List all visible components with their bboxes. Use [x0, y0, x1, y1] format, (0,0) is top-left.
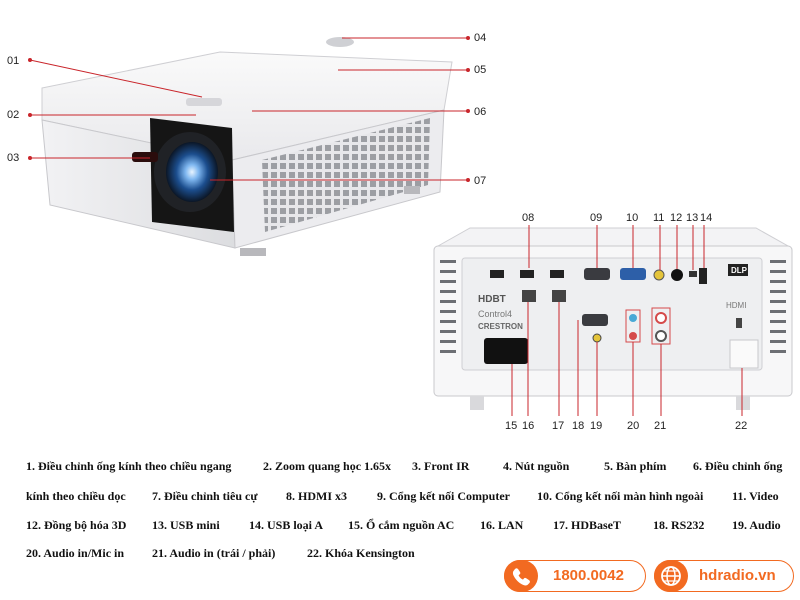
phone-icon [504, 560, 538, 592]
legend-item: 9. Cổng kết nối Computer [377, 489, 511, 503]
legend-item: 18. RS232 [653, 518, 705, 532]
legend-item: 21. Audio in (trái / phải) [152, 546, 276, 560]
legend-item: 11. Video [732, 489, 779, 503]
legend-item: 7. Điều chỉnh tiêu cự [152, 489, 258, 503]
legend-item: 6. Điều chỉnh ống [693, 459, 783, 473]
callout-08: 08 [522, 212, 535, 224]
callout-12: 12 [670, 212, 683, 224]
callout-03: 03 [7, 152, 20, 164]
callout-16: 16 [522, 420, 535, 432]
website-url[interactable]: hdradio.vn [699, 567, 776, 584]
legend-item: 20. Audio in/Mic in [26, 546, 125, 560]
projector-figure: 01 02 03 04 05 06 07 08 09 10 11 12 13 1… [7, 32, 793, 432]
legend-item: 5. Bàn phím [604, 459, 667, 473]
legend-item: 14. USB loại A [249, 518, 324, 532]
legend-item: 2. Zoom quang học 1.65x [263, 459, 392, 473]
legend-item: 3. Front IR [412, 459, 470, 473]
website-contact-pill[interactable]: hdradio.vn [654, 560, 794, 592]
phone-contact-pill[interactable]: 1800.0042 [504, 560, 646, 592]
callout-13: 13 [686, 212, 699, 224]
callout-19: 19 [590, 420, 603, 432]
projector-illustration [28, 36, 793, 416]
globe-icon [654, 560, 688, 592]
legend-item: 17. HDBaseT [553, 518, 622, 532]
legend-item: 16. LAN [480, 518, 524, 532]
legend-item: 8. HDMI x3 [286, 489, 347, 503]
legend-item: 19. Audio [732, 518, 781, 532]
hdbt-logo-text: HDBT [478, 294, 506, 305]
legend-item: 12. Đồng bộ hóa 3D [26, 518, 127, 532]
callout-20: 20 [627, 420, 640, 432]
legend-item: 22. Khóa Kensington [307, 546, 415, 560]
callout-07: 07 [474, 175, 487, 187]
legend-item: 15. Ổ cắm nguồn AC [348, 518, 455, 532]
crestron-logo-text: CRESTRON [478, 322, 523, 331]
callout-leader-lines [29, 37, 743, 416]
callout-10: 10 [626, 212, 639, 224]
legend-item: 10. Cổng kết nối màn hình ngoài [537, 489, 704, 503]
control4-logo-text: Control4 [478, 309, 513, 319]
callout-17: 17 [552, 420, 565, 432]
legend-item: 1. Điều chỉnh ống kính theo chiều ngang [26, 459, 232, 473]
projector-rear-view [433, 227, 793, 410]
callout-18: 18 [572, 420, 585, 432]
callout-04: 04 [474, 32, 487, 44]
callout-22: 22 [735, 420, 748, 432]
projector-front-view [41, 37, 453, 256]
callout-15: 15 [505, 420, 518, 432]
phone-number[interactable]: 1800.0042 [553, 567, 624, 584]
dlp-logo-text: DLP [731, 266, 747, 275]
legend-item: 4. Nút nguồn [503, 459, 570, 473]
callout-05: 05 [474, 64, 487, 76]
callout-14: 14 [700, 212, 713, 224]
legend-item: kính theo chiều dọc [26, 489, 126, 503]
callout-06: 06 [474, 106, 487, 118]
callout-09: 09 [590, 212, 603, 224]
hdmi-logo-text: HDMI [726, 301, 747, 310]
callout-01: 01 [7, 55, 20, 67]
callout-02: 02 [7, 109, 20, 121]
callout-21: 21 [654, 420, 667, 432]
legend-item: 13. USB mini [152, 518, 220, 532]
callout-11: 11 [653, 212, 665, 224]
